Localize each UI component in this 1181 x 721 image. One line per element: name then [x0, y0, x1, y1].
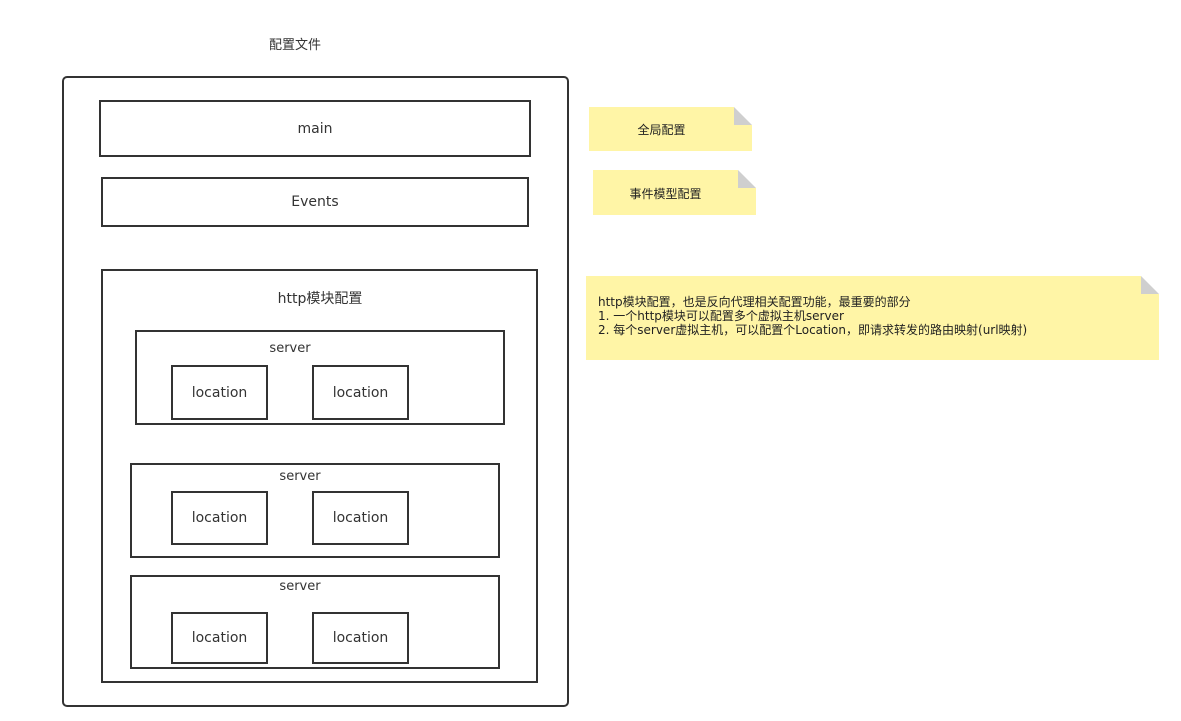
- note-http-line-1: http模块配置，也是反向代理相关配置功能，最重要的部分: [598, 295, 911, 309]
- location-label: location: [191, 630, 248, 646]
- note-http-line-2: 1. 一个http模块可以配置多个虚拟主机server: [598, 309, 844, 323]
- location-block-2a: location: [171, 491, 268, 545]
- note-events-text: 事件模型配置: [629, 187, 702, 201]
- main-label: main: [297, 120, 333, 137]
- main-block: main: [99, 100, 531, 157]
- location-label: location: [191, 384, 248, 401]
- http-label: http模块配置: [277, 291, 363, 307]
- note-fold: [734, 107, 752, 125]
- note-http-line-3: 2. 每个server虚拟主机，可以配置个Location，即请求转发的路由映射…: [598, 323, 1028, 337]
- location-block-3a: location: [171, 612, 268, 664]
- location-block-1b: location: [312, 365, 409, 420]
- note-global-config: 全局配置: [589, 107, 752, 151]
- location-label: location: [191, 510, 248, 526]
- note-fold: [1141, 276, 1159, 294]
- note-http-config: http模块配置，也是反向代理相关配置功能，最重要的部分 1. 一个http模块…: [586, 276, 1159, 360]
- server-label-3: server: [279, 579, 321, 594]
- events-label: Events: [291, 194, 339, 210]
- location-label: location: [332, 630, 389, 646]
- server-label-2: server: [279, 469, 321, 484]
- note-fold: [738, 170, 756, 188]
- diagram-title: 配置文件: [268, 38, 321, 53]
- location-label: location: [332, 510, 389, 526]
- location-block-2b: location: [312, 491, 409, 545]
- server-label-1: server: [269, 341, 311, 356]
- location-block-1a: location: [171, 365, 268, 420]
- location-label: location: [332, 384, 389, 401]
- note-events-config: 事件模型配置: [593, 170, 756, 215]
- note-global-text: 全局配置: [637, 123, 686, 137]
- events-block: Events: [101, 177, 529, 227]
- location-block-3b: location: [312, 612, 409, 664]
